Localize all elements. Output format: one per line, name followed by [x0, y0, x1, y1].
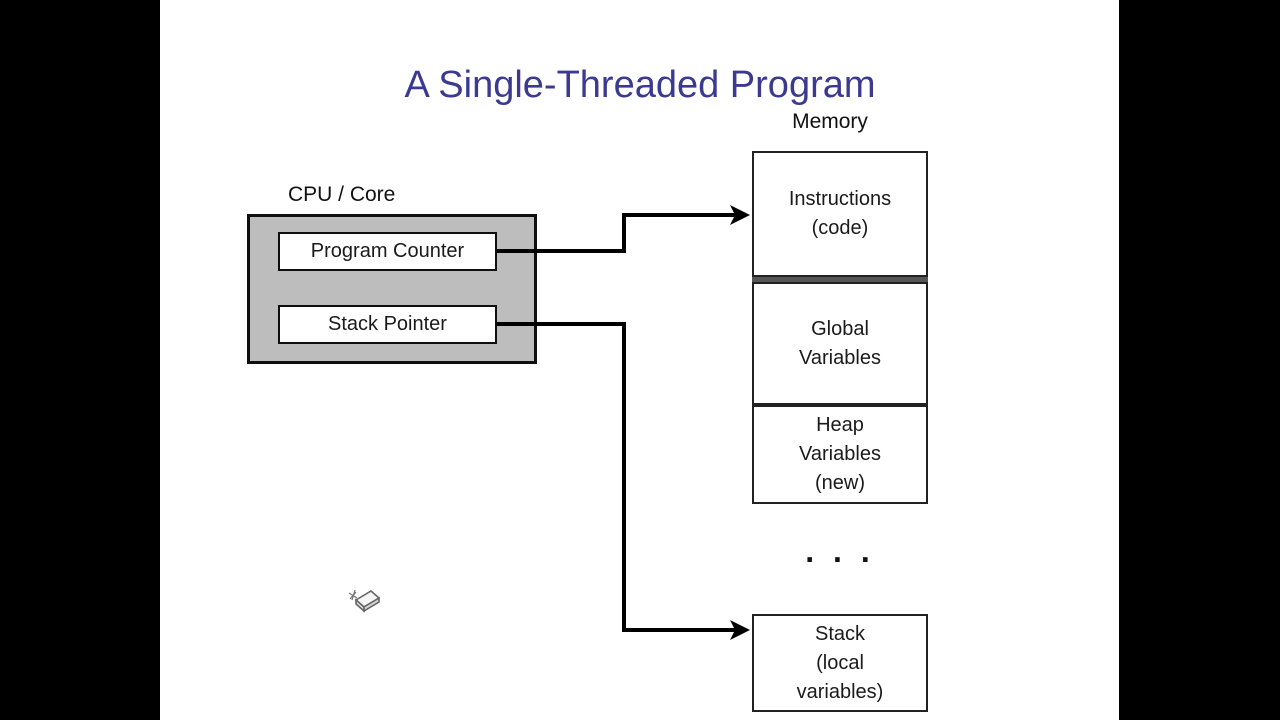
memory-block-stack: Stack (local variables) — [752, 614, 928, 712]
memory-block-line: Heap — [816, 414, 864, 436]
stack-pointer-box: Stack Pointer — [278, 305, 497, 344]
pc-arrowhead-icon — [730, 205, 750, 225]
memory-block-line: Stack — [814, 622, 866, 645]
memory-block-line: (code) — [811, 217, 869, 239]
memory-block-line: Variables — [799, 346, 881, 369]
memory-block-global-variables: Global Variables — [752, 282, 928, 405]
slide-title: A Single-Threaded Program — [404, 64, 876, 106]
memory-block-line: Variables — [799, 443, 881, 465]
memory-divider — [752, 277, 928, 282]
memory-block-line: Global — [811, 317, 869, 340]
memory-ellipsis: . . . — [805, 533, 875, 569]
memory-block-line: variables) — [796, 680, 884, 703]
letterbox-right — [1119, 0, 1280, 720]
program-counter-box: Program Counter — [278, 232, 497, 271]
memory-label: Memory — [792, 110, 868, 133]
stack-pointer-label: Stack Pointer — [328, 313, 447, 335]
memory-block-line: (new) — [814, 472, 865, 494]
memory-block-line: (local — [816, 651, 864, 674]
cpu-core-label: CPU / Core — [288, 183, 396, 206]
memory-block-line: Instructions — [788, 188, 892, 210]
program-counter-label: Program Counter — [310, 240, 465, 262]
sp-to-stack-arrow — [497, 322, 736, 632]
memory-block-instructions: Instructions (code) — [752, 151, 928, 277]
sp-arrowhead-icon — [730, 620, 750, 640]
letterbox-left — [0, 0, 160, 720]
memory-block-heap-variables: Heap Variables (new) — [752, 405, 928, 504]
